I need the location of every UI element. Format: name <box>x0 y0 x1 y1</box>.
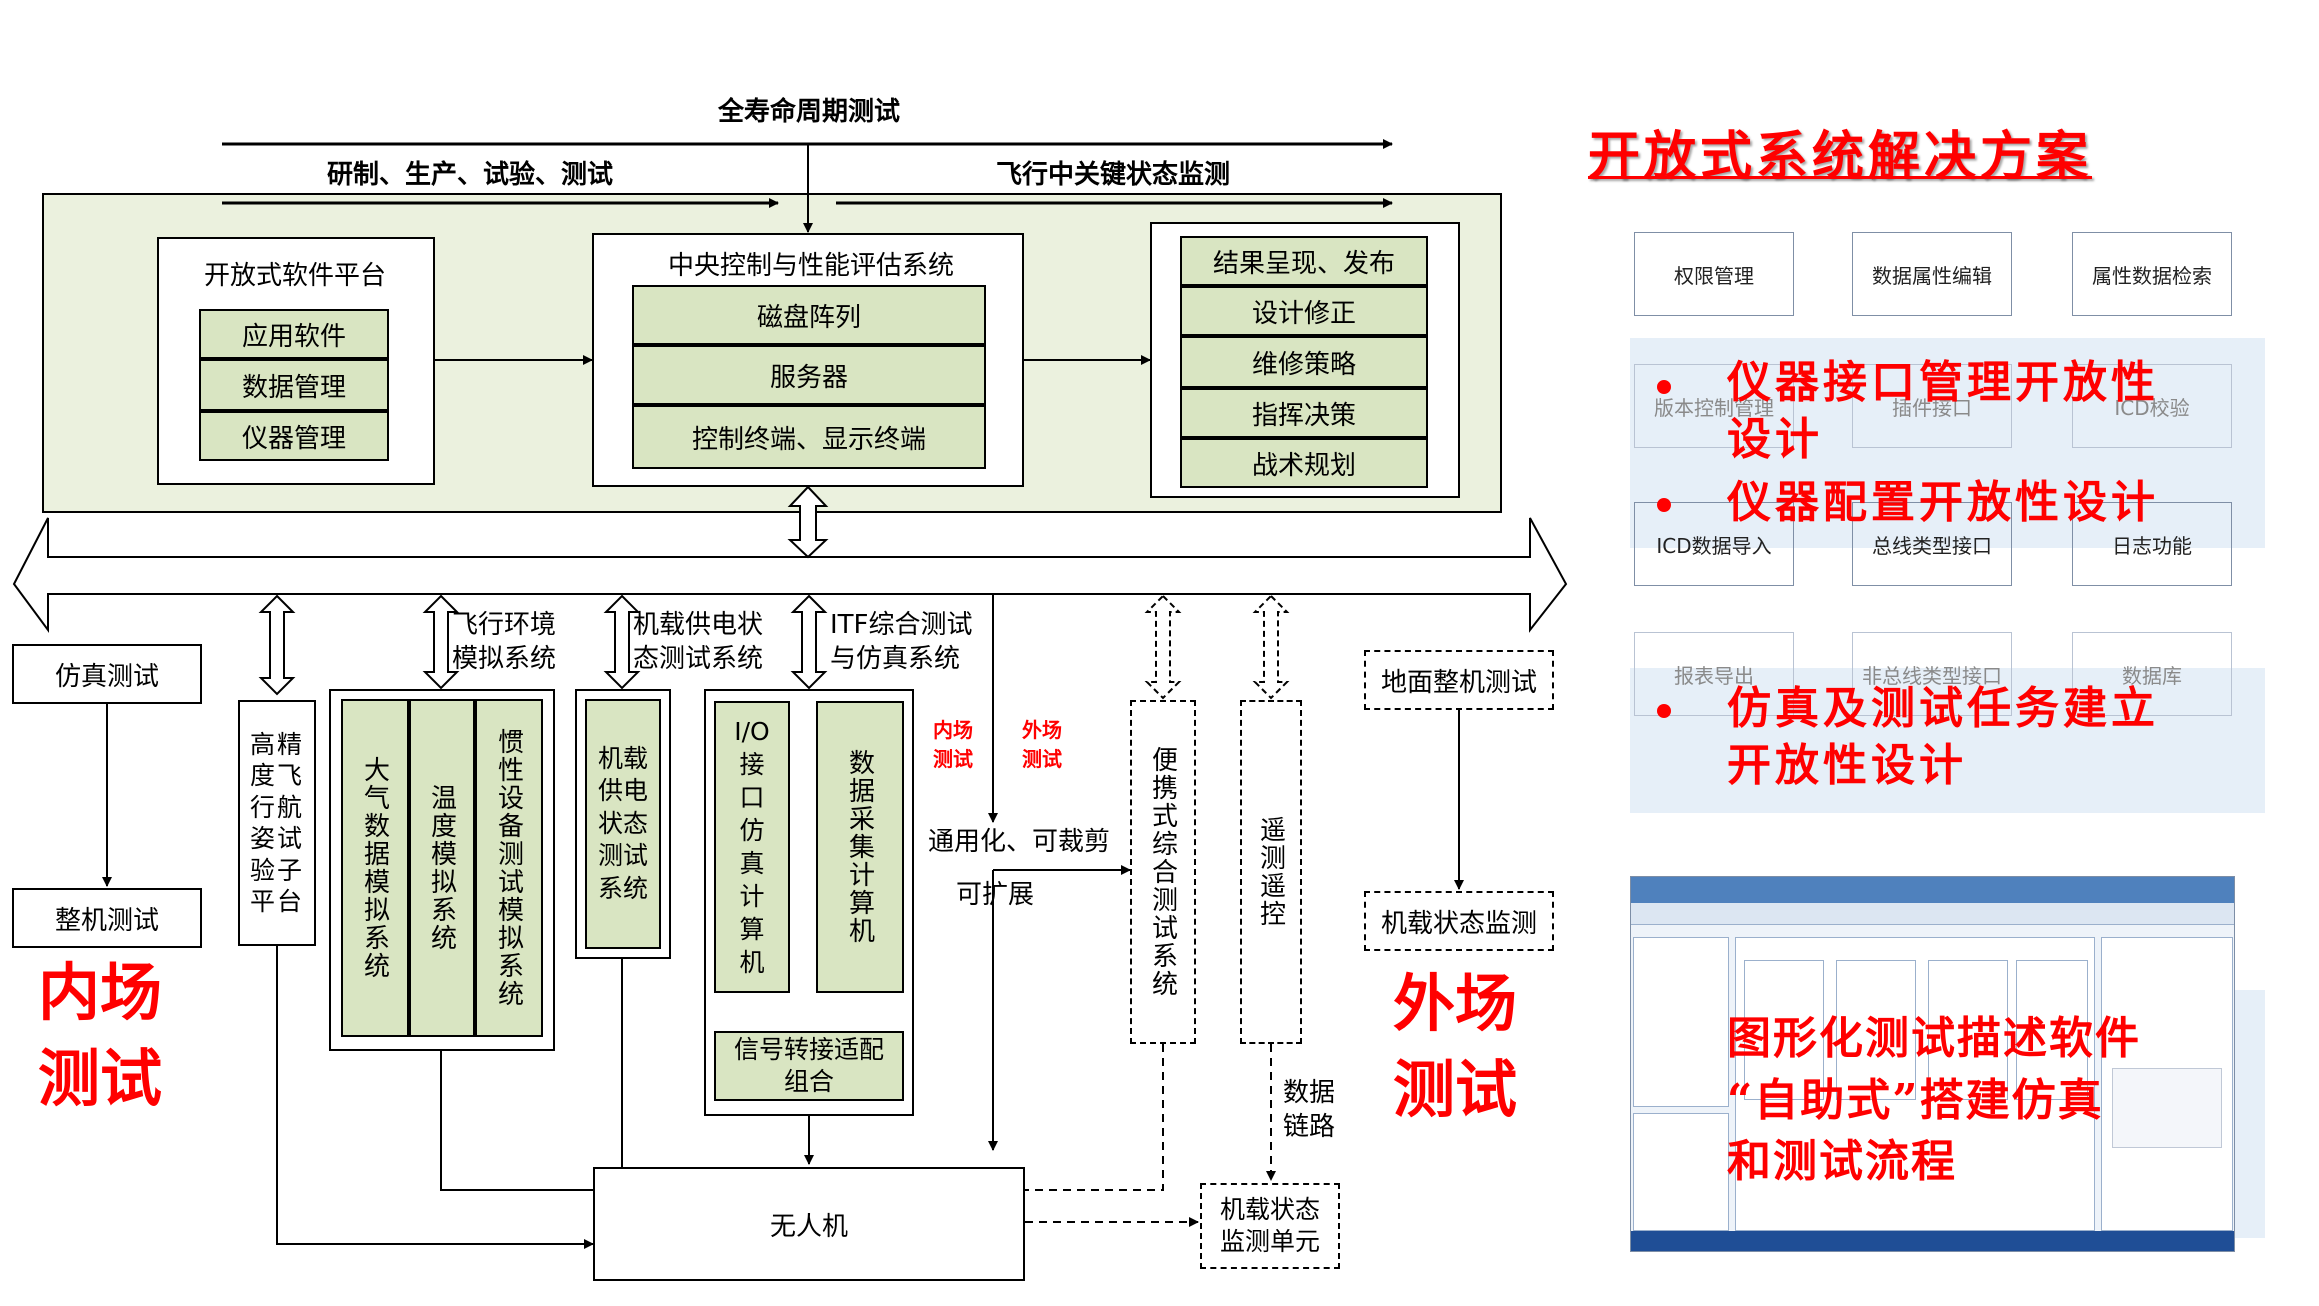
power-system-box: 机载供电状态测试系统 <box>585 699 661 949</box>
extend-label: 可扩展 <box>956 880 1035 910</box>
temperature-box: 温度模拟系统 <box>409 699 475 1037</box>
central-item-terminal: 控制终端、显示终端 <box>632 405 986 469</box>
bullet-3: 仿真及测试任务建立 开放性设计 <box>1727 683 2159 792</box>
inertial-text: 惯性设备测试模拟系统 <box>493 728 524 1008</box>
screenshot-lane-2 <box>1836 960 1916 1100</box>
power-group: 机载供电状态测试系统 <box>575 689 671 959</box>
btn-data-attr-edit[interactable]: 数据属性编辑 <box>1852 232 2012 316</box>
btn-log[interactable]: 日志功能 <box>2072 502 2232 586</box>
outer-test-small-label: 外场 测试 <box>1022 718 1062 771</box>
bullet-dot-3 <box>1657 704 1671 718</box>
power-label: 机载供电状 态测试系统 <box>633 610 764 674</box>
central-title: 中央控制与性能评估系统 <box>668 251 955 281</box>
flight-monitor-label: 飞行中关键状态监测 <box>996 160 1231 190</box>
bullet-dot-1 <box>1657 380 1671 394</box>
telemetry-text: 遥测遥控 <box>1255 816 1286 928</box>
uav-box: 无人机 <box>593 1167 1025 1281</box>
results-box: 结果呈现、发布 设计修正 维修策略 指挥决策 战术规划 <box>1150 222 1460 498</box>
central-control-box: 中央控制与性能评估系统 磁盘阵列 服务器 控制终端、显示终端 <box>592 233 1024 487</box>
result-item-design: 设计修正 <box>1180 286 1428 336</box>
atmosphere-box: 大气数据模拟系统 <box>341 699 409 1037</box>
open-platform-box: 开放式软件平台 应用软件 数据管理 仪器管理 <box>157 237 435 485</box>
inner-field-test-label: 内场 测试 <box>38 956 163 1115</box>
central-item-server: 服务器 <box>632 345 986 405</box>
central-item-disk: 磁盘阵列 <box>632 285 986 345</box>
flight-env-label: 飞行环境 模拟系统 <box>452 610 557 674</box>
screenshot-canvas <box>1735 937 2095 1231</box>
open-platform-title: 开放式软件平台 <box>204 261 387 291</box>
band-1 <box>1630 338 2265 548</box>
screenshot-lane-1 <box>1744 960 1824 1100</box>
attitude-platform-text: 高精度飞行航姿试验子平台 <box>249 729 304 917</box>
portable-test-box: 便携式综合测试系统 <box>1130 700 1196 1044</box>
monitor-unit-box: 机载状态 监测单元 <box>1200 1183 1340 1269</box>
attitude-platform-box: 高精度飞行航姿试验子平台 <box>238 700 316 946</box>
outer-field-test-label: 外场 测试 <box>1393 967 1518 1126</box>
screenshot-minimap <box>2112 1068 2222 1148</box>
screenshot-menubar <box>1631 903 2234 925</box>
screenshot-tree-panel <box>1633 937 1729 1107</box>
data-link-label: 数据 链路 <box>1283 1078 1336 1142</box>
solution-title: 开放式系统解决方案 <box>1588 126 2093 187</box>
result-item-tactics: 战术规划 <box>1180 438 1428 488</box>
btn-attr-search[interactable]: 属性数据检索 <box>2072 232 2232 316</box>
btn-database[interactable]: 数据库 <box>2072 632 2232 716</box>
ground-test-box: 地面整机测试 <box>1364 650 1554 710</box>
atmosphere-text: 大气数据模拟系统 <box>359 756 390 980</box>
btn-nonbus[interactable]: 非总线类型接口 <box>1852 632 2012 716</box>
bullet-dot-2 <box>1657 498 1671 512</box>
full-life-label: 全寿命周期测试 <box>718 97 901 127</box>
graphic-software-text: 图形化测试描述软件 “自助式”搭建仿真 和测试流程 <box>1727 1013 2141 1188</box>
btn-icd-check[interactable]: ICD校验 <box>2072 364 2232 448</box>
screenshot-lane-4 <box>2016 960 2088 1100</box>
btn-version[interactable]: 版本控制管理 <box>1634 364 1794 448</box>
result-item-maintenance: 维修策略 <box>1180 336 1428 388</box>
screenshot-taskbar <box>1631 1231 2234 1251</box>
telemetry-box: 遥测遥控 <box>1240 700 1302 1044</box>
inertial-box: 惯性设备测试模拟系统 <box>475 699 543 1037</box>
portable-test-text: 便携式综合测试系统 <box>1147 746 1178 998</box>
state-monitor-box: 机载状态监测 <box>1364 891 1554 951</box>
bullet-1: 仪器接口管理开放性 设计 <box>1727 357 2159 466</box>
power-system-text: 机载供电状态测试系统 <box>597 743 648 903</box>
whole-test-box: 整机测试 <box>12 888 202 948</box>
btn-plugin[interactable]: 插件接口 <box>1852 364 2012 448</box>
platform-item-app: 应用软件 <box>199 309 389 359</box>
itf-group: I/O接口仿真计算机 数据采集计算机 信号转接适配 组合 <box>704 689 914 1116</box>
band-2 <box>1630 668 2265 813</box>
general-label: 通用化、可裁剪 <box>928 827 1111 857</box>
inner-test-small-label: 内场 测试 <box>933 718 973 771</box>
bullet-2: 仪器配置开放性设计 <box>1727 477 2159 528</box>
signal-adapter-box: 信号转接适配 组合 <box>714 1031 904 1101</box>
btn-icd-import[interactable]: ICD数据导入 <box>1634 502 1794 586</box>
result-item-command: 指挥决策 <box>1180 388 1428 438</box>
research-label: 研制、生产、试验、测试 <box>327 160 614 190</box>
io-computer-text: I/O接口仿真计算机 <box>734 717 770 977</box>
software-screenshot <box>1630 876 2235 1252</box>
screenshot-props-panel <box>2101 937 2233 1231</box>
io-computer-box: I/O接口仿真计算机 <box>714 701 790 993</box>
btn-bus-interface[interactable]: 总线类型接口 <box>1852 502 2012 586</box>
screenshot-tool-panel <box>1633 1113 1729 1231</box>
itf-label: ITF综合测试 与仿真系统 <box>830 610 973 674</box>
screenshot-lane-3 <box>1928 960 2008 1100</box>
platform-item-data: 数据管理 <box>199 359 389 411</box>
temperature-text: 温度模拟系统 <box>426 784 457 952</box>
result-item-publish: 结果呈现、发布 <box>1180 236 1428 286</box>
screenshot-titlebar <box>1631 877 2234 903</box>
btn-permission[interactable]: 权限管理 <box>1634 232 1794 316</box>
platform-item-instrument: 仪器管理 <box>199 411 389 461</box>
acq-computer-text: 数据采集计算机 <box>844 749 875 945</box>
sim-test-box: 仿真测试 <box>12 644 202 704</box>
acq-computer-box: 数据采集计算机 <box>816 701 904 993</box>
network-label: 综测网络 <box>740 557 845 587</box>
btn-report[interactable]: 报表导出 <box>1634 632 1794 716</box>
env-sim-group: 大气数据模拟系统 温度模拟系统 惯性设备测试模拟系统 <box>329 689 555 1051</box>
